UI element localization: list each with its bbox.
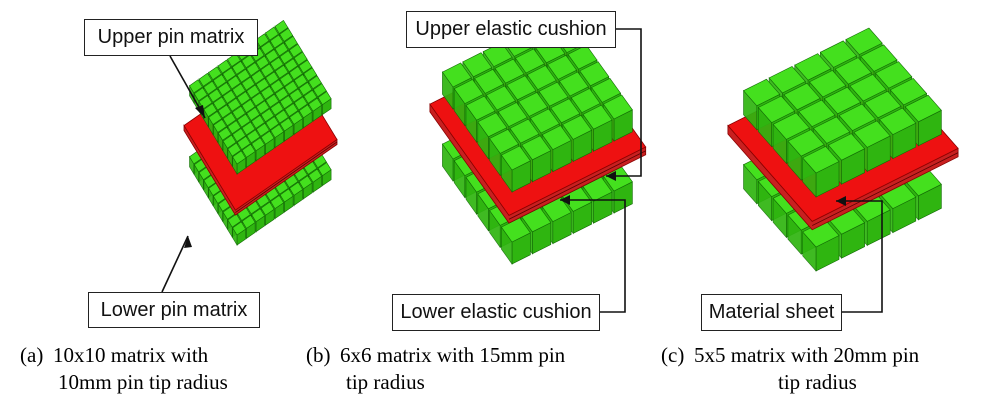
pin-lower-c xyxy=(802,220,840,272)
caption-b-line1: 6x6 matrix with 15mm pin xyxy=(340,343,566,367)
upper-pin-matrix-c xyxy=(743,27,942,198)
leader-lower-elastic-cushion xyxy=(560,199,626,313)
upper-pin-matrix-label: Upper pin matrix xyxy=(84,19,258,56)
caption-a-line2: 10mm pin tip radius xyxy=(58,370,228,394)
leader-material-sheet xyxy=(836,200,883,313)
leader-lower-pin-matrix xyxy=(161,235,189,293)
assembly-c xyxy=(727,27,959,272)
caption-b-tag: (b) xyxy=(306,343,331,367)
sheet-layer-line-c xyxy=(812,152,959,226)
caption-b-line2: tip radius xyxy=(346,370,425,394)
caption-c-tag: (c) xyxy=(661,343,685,367)
pin-lower-b xyxy=(603,166,633,214)
arrowhead-upper-elastic-cushion xyxy=(606,171,616,181)
sheet-layer-line-b xyxy=(508,150,646,220)
sheet-layer-line-a xyxy=(235,141,338,213)
pin-upper-b xyxy=(501,145,531,193)
pin-lower-b xyxy=(501,217,531,265)
arrowhead-material-sheet xyxy=(836,196,846,206)
lower-elastic-cushion-label: Lower elastic cushion xyxy=(392,294,600,331)
arrowhead-lower-elastic-cushion xyxy=(560,195,570,205)
material-sheet-label: Material sheet xyxy=(701,294,842,331)
pin-upper-c xyxy=(802,146,840,198)
leader-upper-elastic-cushion xyxy=(606,28,642,177)
arrowhead-upper-pin-matrix xyxy=(195,105,205,118)
caption-a: (a) 10x10 matrix with 10mm pin tip radiu… xyxy=(20,343,290,399)
caption-c-line2: tip radius xyxy=(778,370,857,394)
caption-a-tag: (a) xyxy=(20,343,44,367)
upper-elastic-cushion-label: Upper elastic cushion xyxy=(406,11,616,48)
caption-a-line1: 10x10 matrix with xyxy=(53,343,209,367)
upper-pin-matrix-a xyxy=(189,20,332,176)
pin-upper-a xyxy=(232,150,246,176)
assembly-a xyxy=(183,20,338,247)
upper-pin-matrix-b xyxy=(442,11,633,193)
lower-pin-matrix-label: Lower pin matrix xyxy=(88,292,260,328)
caption-c-line1: 5x5 matrix with 20mm pin xyxy=(694,343,920,367)
caption-c: (c) 5x5 matrix with 20mm pin tip radius xyxy=(661,343,996,399)
assembly-b xyxy=(429,11,647,265)
caption-b: (b) 6x6 matrix with 15mm pin tip radius xyxy=(306,343,646,399)
pin-lower-a xyxy=(232,221,246,247)
arrowhead-lower-pin-matrix xyxy=(184,236,192,248)
